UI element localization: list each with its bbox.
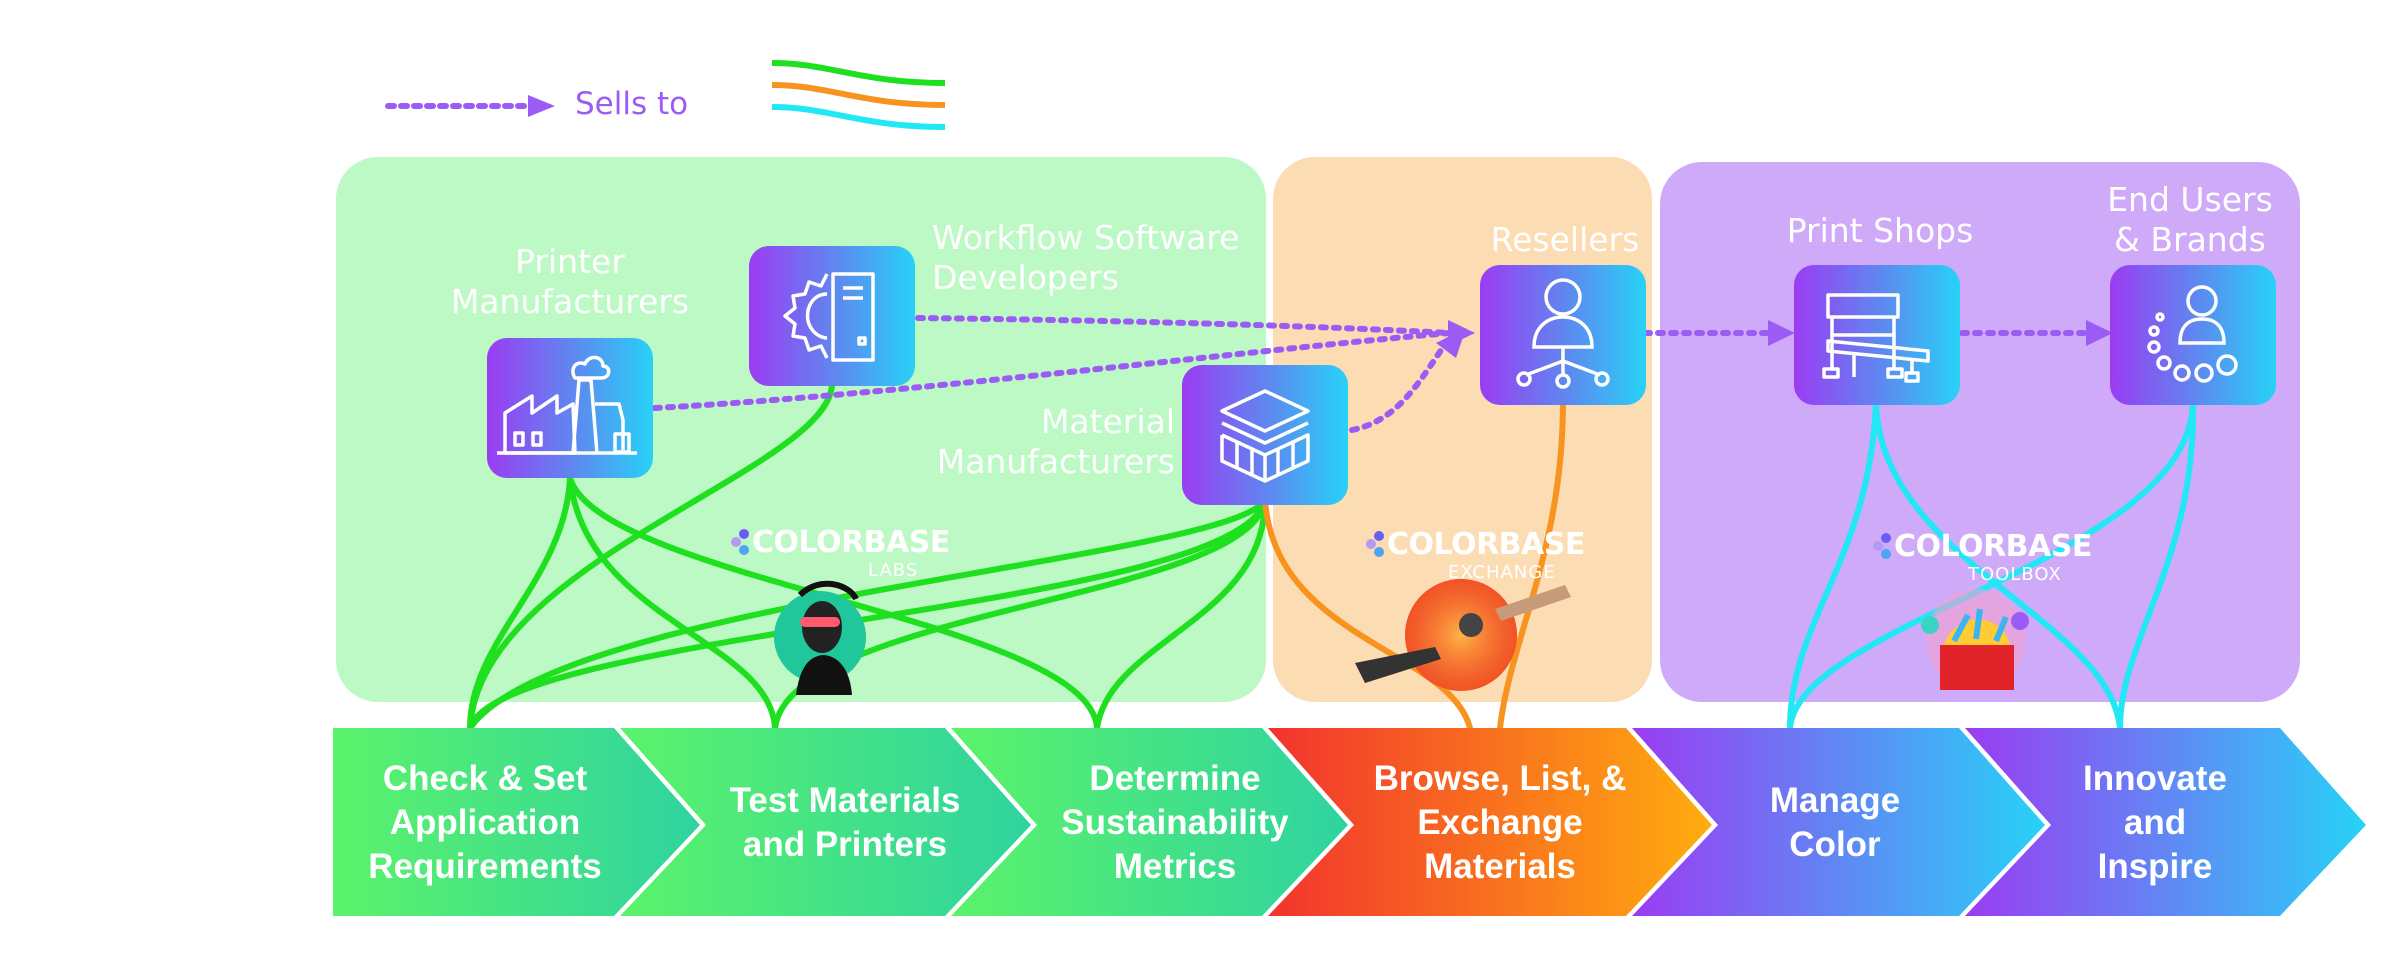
sells-to-arrowhead-printshops [1768, 320, 1795, 346]
chevron-sustainability [951, 728, 1348, 916]
chevron-test-materials [620, 728, 1031, 916]
chevron-innovate [1965, 728, 2366, 916]
end-users-label: End Users & Brands [2107, 180, 2273, 259]
green-line-printer-to-test [567, 475, 778, 731]
print-shops-tile [1794, 265, 1960, 405]
cyan-line-sample [771, 104, 946, 130]
toolbox-illustration [1921, 589, 2029, 690]
colorbase-toolbox-sub: TOOLBOX [1968, 564, 2062, 585]
layers-icon [1220, 389, 1310, 483]
step-manage-color-label: Manage Color [1769, 780, 1901, 864]
cyan-line-printshops-to-color [1787, 399, 1879, 731]
workflow-software-developers-tile [749, 246, 915, 386]
sells-to-arrowhead-material [1436, 328, 1466, 358]
cyan-line-endusers-to-color [1787, 399, 2196, 731]
orange-line-resellers-to-exchange [1497, 399, 1566, 731]
exchange-illustration [1355, 579, 1571, 691]
orange-line-sample [771, 82, 946, 108]
sells-to-printer-to-resellers [652, 330, 1453, 411]
step-check-set-label: Check & Set Application Requirements [368, 758, 602, 886]
cyan-line-endusers-to-innovate [2117, 399, 2197, 731]
legend-sells-to-label: Sells to [575, 86, 689, 122]
print-table-icon [1822, 293, 1930, 383]
material-manufacturers-label: Material Manufacturers [936, 402, 1175, 481]
colorbase-toolbox-name: COLORBASE [1894, 529, 2092, 564]
sells-to-arrowhead-endusers [2086, 320, 2113, 346]
printer-manufacturers-tile [487, 338, 653, 478]
chevron-manage-color [1632, 728, 2045, 916]
green-line-material-to-check [467, 497, 1268, 731]
resellers-tile [1480, 265, 1646, 405]
colorbase-exchange-sub: EXCHANGE [1448, 562, 1556, 583]
colorbase-labs-logo-mark [731, 529, 749, 555]
step-sustainability-label: Determine Sustainability Metrics [1061, 758, 1289, 886]
printer-manufacturers-label: Printer Manufacturers [450, 242, 690, 321]
green-line-material-to-check-2 [467, 497, 1268, 731]
colorbase-labs-sub: LABS [868, 560, 919, 581]
green-line-sample [771, 60, 946, 86]
step-innovate-label: Innovate and Inspire [2083, 758, 2227, 886]
orange-line-material-to-exchange [1262, 497, 1473, 731]
workflow-software-developers-label: Workflow Software Developers [932, 218, 1240, 297]
resellers-label: Resellers [1490, 220, 1640, 259]
colorbase-exchange-logo-mark [1366, 531, 1384, 557]
colorbase-exchange-name: COLORBASE [1387, 527, 1585, 562]
material-manufacturers-tile [1182, 365, 1348, 505]
print-shops-label: Print Shops [1786, 211, 1974, 250]
sells-to-arrow-head [528, 95, 555, 117]
labs-illustration [774, 580, 866, 695]
chevron-exchange [1268, 728, 1712, 916]
factory-icon [497, 355, 637, 455]
sells-to-software-to-resellers [915, 315, 1453, 336]
gear-computer-icon [783, 272, 875, 362]
end-users-tile [2110, 265, 2276, 405]
distribution-person-icon [1516, 278, 1610, 389]
sells-to-material-to-resellers [1349, 334, 1453, 433]
colorbase-labs-name: COLORBASE [752, 525, 950, 560]
step-test-materials-label: Test Materials and Printers [729, 780, 961, 864]
step-exchange-label: Browse, List, & Exchange Materials [1373, 758, 1627, 886]
chevron-check-set [333, 728, 700, 916]
green-line-software-to-check [467, 381, 835, 731]
colorbase-toolbox-logo-mark [1873, 533, 1891, 559]
legend-graphics [385, 60, 946, 130]
green-line-material-to-metrics [1094, 497, 1268, 731]
person-circles-icon [2147, 285, 2238, 383]
